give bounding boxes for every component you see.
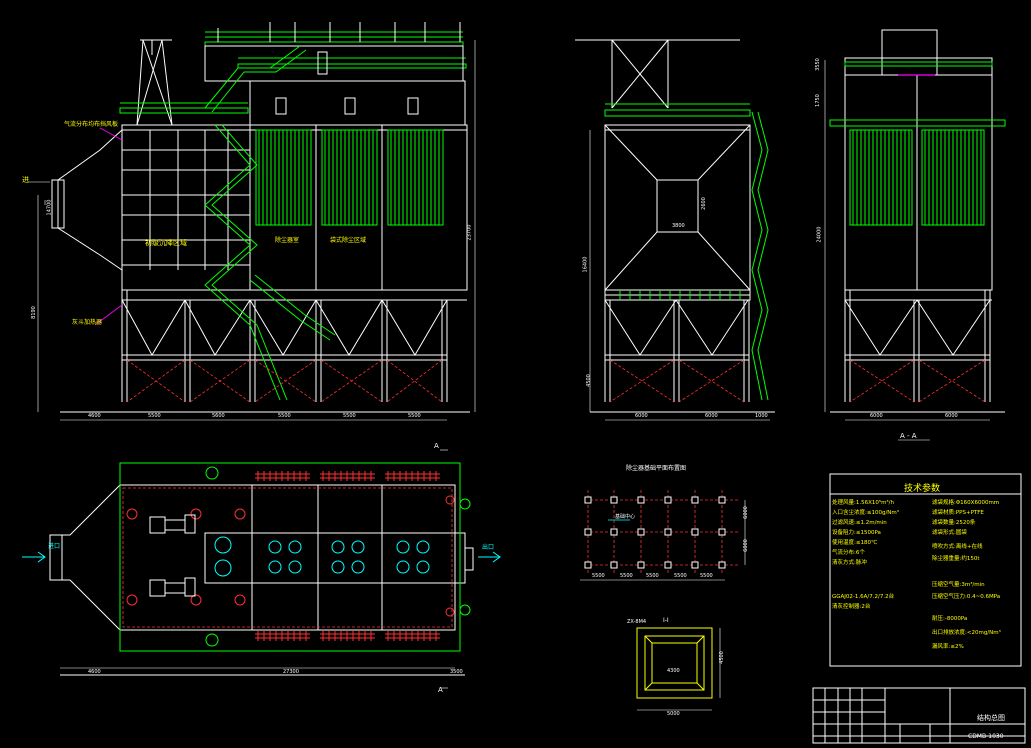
- tech-item: 漏风率:≤2%: [932, 644, 964, 650]
- front-dim-3: 5600: [212, 413, 225, 419]
- foundation-side-dim-2: 6000: [742, 539, 749, 552]
- tech-item: 清灰方式:脉冲: [832, 560, 867, 566]
- detail-dim-4: 4500: [718, 651, 725, 664]
- tech-item: 设备阻力:≤1500Pa: [832, 530, 881, 536]
- front-dim-4: 5500: [278, 413, 291, 419]
- foundation-dim-1: 5500: [592, 573, 605, 579]
- airflow-note-label: 气流分布均布挡风板: [64, 121, 119, 128]
- front-dim-1: 4600: [88, 413, 101, 419]
- tech-spec-title: 技术参数: [904, 484, 941, 494]
- tech-item: 入口含尘浓度:≤100g/Nm³: [832, 510, 899, 516]
- plan-view: [22, 449, 501, 689]
- tech-item: 使用温度:≤180℃: [832, 540, 878, 546]
- bag-chamber-label: 除尘器室: [275, 237, 300, 244]
- inlet-arrow-label: 进: [22, 176, 29, 184]
- section-aa-view: [824, 29, 1006, 441]
- side-view: [575, 39, 775, 421]
- drawing-name: 结构总图: [977, 714, 1005, 722]
- plan-dim-left: 4600: [88, 669, 101, 675]
- detail-title: I-I: [663, 617, 669, 624]
- spec-box: [829, 473, 1022, 667]
- tech-item: 滤袋形式:圆袋: [932, 530, 967, 536]
- tech-item: 处理风量:1.56X10⁵m³/h: [832, 500, 894, 506]
- side-height-1: 16400: [582, 256, 589, 273]
- plan-dim-right: 3500: [450, 669, 463, 675]
- front-dim-2: 5500: [148, 413, 161, 419]
- side-inlet-width: 3800: [672, 223, 685, 229]
- tech-item: 除尘器重量:约150t: [932, 556, 980, 562]
- plan-outlet-label: 出口: [482, 544, 495, 551]
- front-dim-6: 5500: [408, 413, 421, 419]
- tech-item: 过滤风速:≤1.2m/min: [832, 520, 887, 526]
- prestage-zone-label: 初级沉降区域: [145, 239, 187, 247]
- side-dim-1: 6000: [635, 413, 648, 419]
- section-height-3: 3550: [814, 58, 821, 71]
- side-dim-3: 1000: [755, 413, 768, 419]
- tech-item: 喷吹方式:离线+在线: [932, 544, 983, 550]
- tech-item: 气流分布:6个: [832, 550, 865, 556]
- bag-zone-label: 袋式除尘区域: [330, 237, 367, 244]
- side-inlet-height: 2600: [700, 197, 707, 210]
- front-elevation-view: [28, 22, 476, 421]
- side-dim-2: 6000: [705, 413, 718, 419]
- tech-item: 出口排放浓度:<20mg/Nm³: [932, 630, 1001, 636]
- detail-dim-3: 5000: [667, 711, 680, 717]
- foundation-side-dim-1: 6000: [742, 506, 749, 519]
- section-mark-front: A: [434, 442, 439, 450]
- side-height-2: 4500: [585, 374, 592, 387]
- tech-item: 滤袋规格:Φ160X6000mm: [932, 500, 1000, 506]
- foundation-dim-5: 5500: [700, 573, 713, 579]
- tech-item: 滤袋数量:2520条: [932, 520, 976, 526]
- tech-item: 耐压:-8000Pa: [932, 616, 968, 622]
- section-dim-1: 6000: [870, 413, 883, 419]
- plan-section-mark-bottom: A: [438, 686, 443, 694]
- foundation-dim-3: 5500: [646, 573, 659, 579]
- front-height-inlet: 14700: [46, 199, 53, 216]
- ash-heater-label: 灰斗加热器: [72, 319, 103, 326]
- foundation-dim-4: 5500: [674, 573, 687, 579]
- section-height-2: 24000: [816, 226, 823, 243]
- detail-dim-1: ZX-8M4: [627, 619, 647, 625]
- foundation-plan: [580, 490, 746, 581]
- front-dim-5: 5500: [343, 413, 356, 419]
- detail-dim-2: 4300: [667, 668, 680, 674]
- tech-item: 压缩空气压力:0.4~0.6MPa: [932, 594, 1001, 600]
- tech-item: 滤袋材质:PPS+PTFE: [932, 510, 984, 516]
- plan-inlet-label: 进口: [48, 543, 61, 550]
- plan-dim-total: 27300: [283, 669, 299, 675]
- foundation-dim-2: 5500: [620, 573, 633, 579]
- title-block: [812, 687, 1026, 744]
- section-height-1: 1750: [814, 94, 821, 107]
- foundation-center-note: 基础中心: [615, 514, 636, 520]
- detail-view: [636, 627, 721, 711]
- drawing-code: CDMB-1030: [968, 733, 1004, 740]
- tech-item: 清灰控制器:2台: [832, 604, 871, 610]
- tech-item: 压缩空气量:3m³/min: [932, 582, 985, 588]
- tech-item: GGAJ02-1.6A/7.2/7.2台: [832, 594, 895, 600]
- section-dim-2: 6000: [945, 413, 958, 419]
- front-height-right: 23700: [466, 224, 473, 241]
- front-height-left: 8190: [30, 306, 37, 319]
- foundation-title: 除尘器基础平面布置图: [626, 465, 687, 472]
- section-aa-title: A - A: [900, 432, 917, 440]
